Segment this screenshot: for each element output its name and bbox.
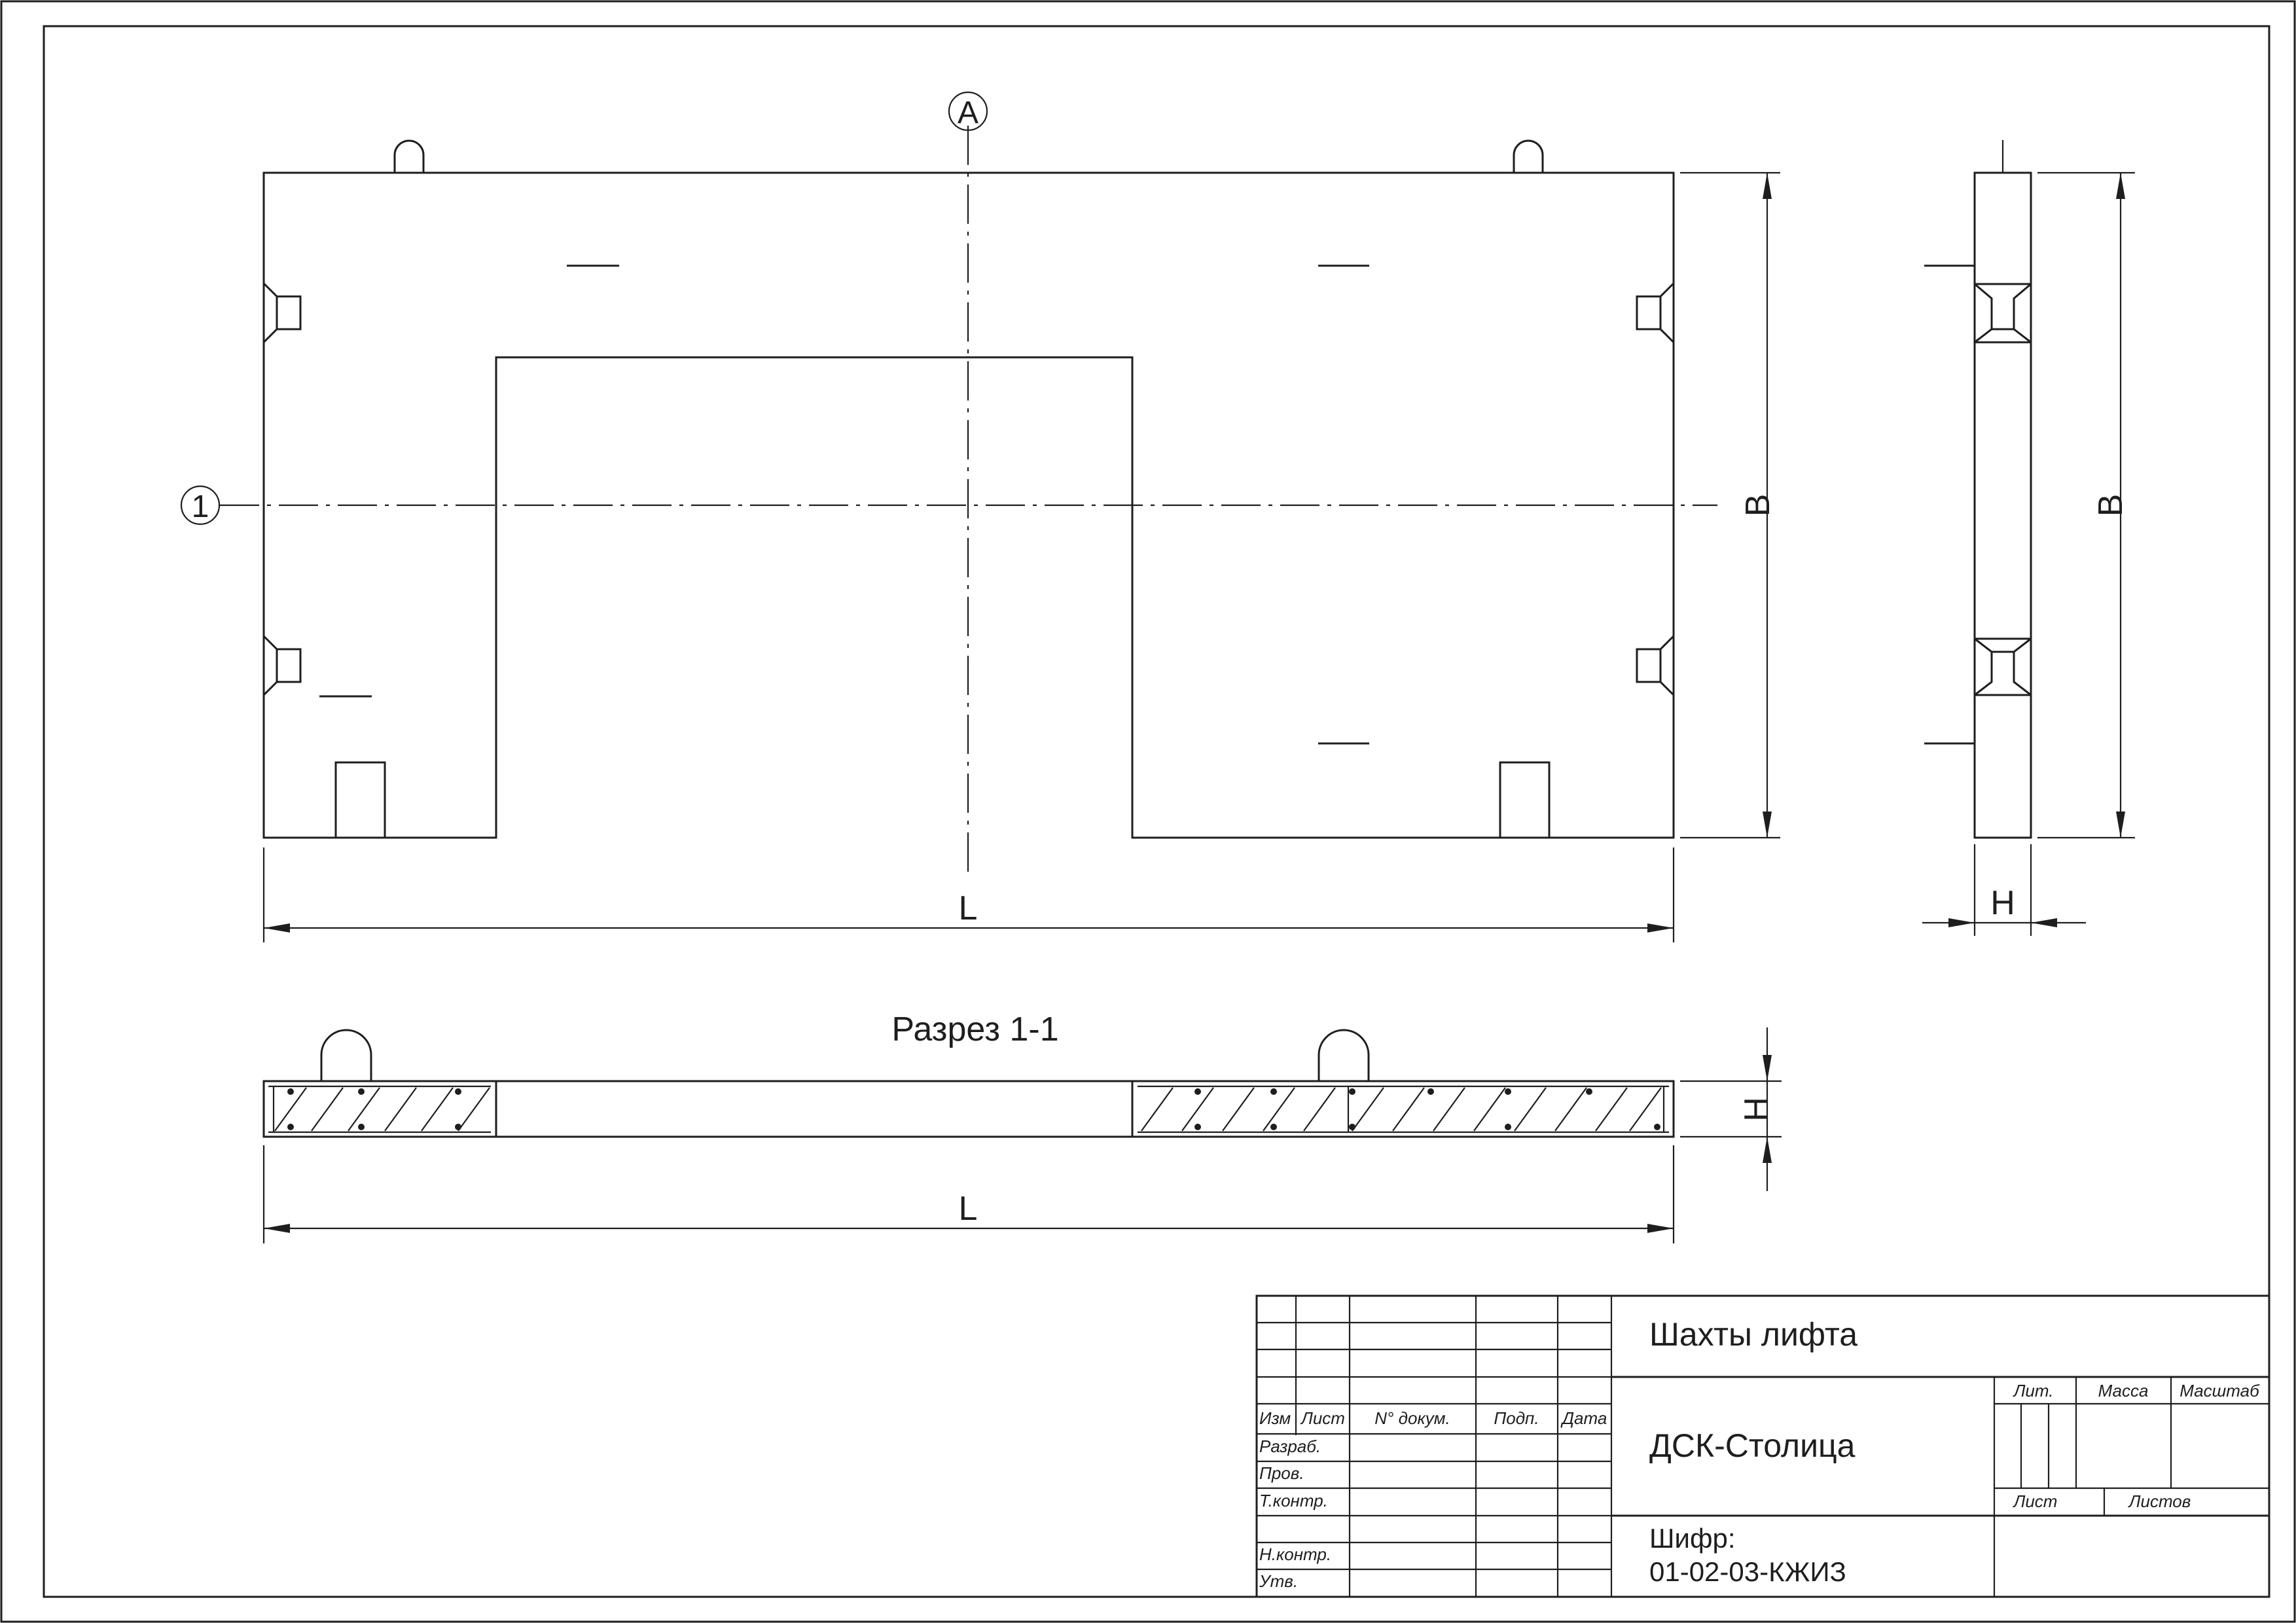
section-view: Разрез 1-1 — [262, 1010, 1782, 1243]
section-title: Разрез 1-1 — [891, 1010, 1058, 1048]
concrete-hatch-right — [1138, 1085, 1669, 1133]
hdr-list: Лист — [1300, 1408, 1345, 1428]
connection-node-right-bottom — [1636, 635, 1675, 696]
code-value: 01-02-03-КЖИЗ — [1649, 1556, 1846, 1587]
bottom-recess-right — [1499, 761, 1551, 838]
scale-label: Масштаб — [2179, 1381, 2260, 1400]
section-loop-right — [1318, 1029, 1370, 1081]
drawing-title: Шахты лифта — [1649, 1316, 1857, 1353]
section-dimension-length: L — [262, 1145, 1675, 1243]
svg-text:B: B — [2092, 494, 2130, 517]
side-node-top — [1974, 283, 2032, 344]
role-checked: Пров. — [1259, 1463, 1304, 1483]
axis-marker-a — [948, 91, 988, 132]
section-outline — [262, 1080, 1675, 1138]
drawing-frame — [43, 25, 2270, 1598]
hdr-sign: Подп. — [1494, 1408, 1539, 1428]
lit-label: Лит. — [2013, 1381, 2054, 1400]
section-loop-left — [320, 1029, 372, 1081]
role-tech-control: Т.контр. — [1259, 1491, 1328, 1510]
svg-text:L: L — [959, 1190, 978, 1228]
svg-text:H: H — [1990, 884, 2015, 922]
axis-marker-1 — [180, 485, 221, 526]
side-dimension-height: B — [2037, 171, 2135, 839]
lifting-loop-left — [393, 139, 425, 173]
dimension-length: L — [262, 847, 1675, 942]
hdr-doc: N° докум. — [1374, 1408, 1450, 1428]
title-block: Изм Лист N° докум. Подп. Дата Разраб. Пр… — [1255, 1294, 2270, 1598]
side-dimension-thickness: H — [1922, 844, 2086, 936]
dimension-height: B — [1680, 171, 1780, 839]
section-dimension-thickness: H — [1680, 1027, 1782, 1191]
connection-node-left-bottom — [262, 635, 302, 696]
panel-outline — [262, 171, 1675, 839]
sheet-label: Лист — [2013, 1491, 2058, 1511]
role-developer: Разраб. — [1259, 1436, 1321, 1456]
axis-label-a: A — [958, 96, 978, 130]
hdr-izm: Изм — [1259, 1408, 1291, 1428]
organization-name: ДСК-Столица — [1649, 1427, 1856, 1464]
plan-view: A 1 L B — [180, 91, 1780, 942]
sheets-label: Листов — [2128, 1491, 2191, 1511]
concrete-hatch-left — [268, 1085, 491, 1133]
bottom-recess-left — [334, 761, 386, 838]
svg-text:B: B — [1739, 494, 1777, 517]
connection-node-left-top — [262, 282, 302, 344]
svg-text:H: H — [1738, 1097, 1776, 1122]
lifting-loop-right — [1513, 139, 1544, 173]
hdr-date: Дата — [1560, 1408, 1607, 1428]
svg-text:L: L — [959, 889, 978, 927]
role-approved: Утв. — [1259, 1571, 1298, 1591]
side-node-bottom — [1974, 637, 2032, 696]
mass-label: Масса — [2098, 1381, 2149, 1400]
role-norm-control: Н.контр. — [1259, 1544, 1331, 1564]
code-label: Шифр: — [1649, 1523, 1736, 1554]
connection-node-right-top — [1636, 282, 1675, 344]
axis-label-1: 1 — [192, 490, 209, 524]
side-view: B H — [1922, 140, 2135, 936]
